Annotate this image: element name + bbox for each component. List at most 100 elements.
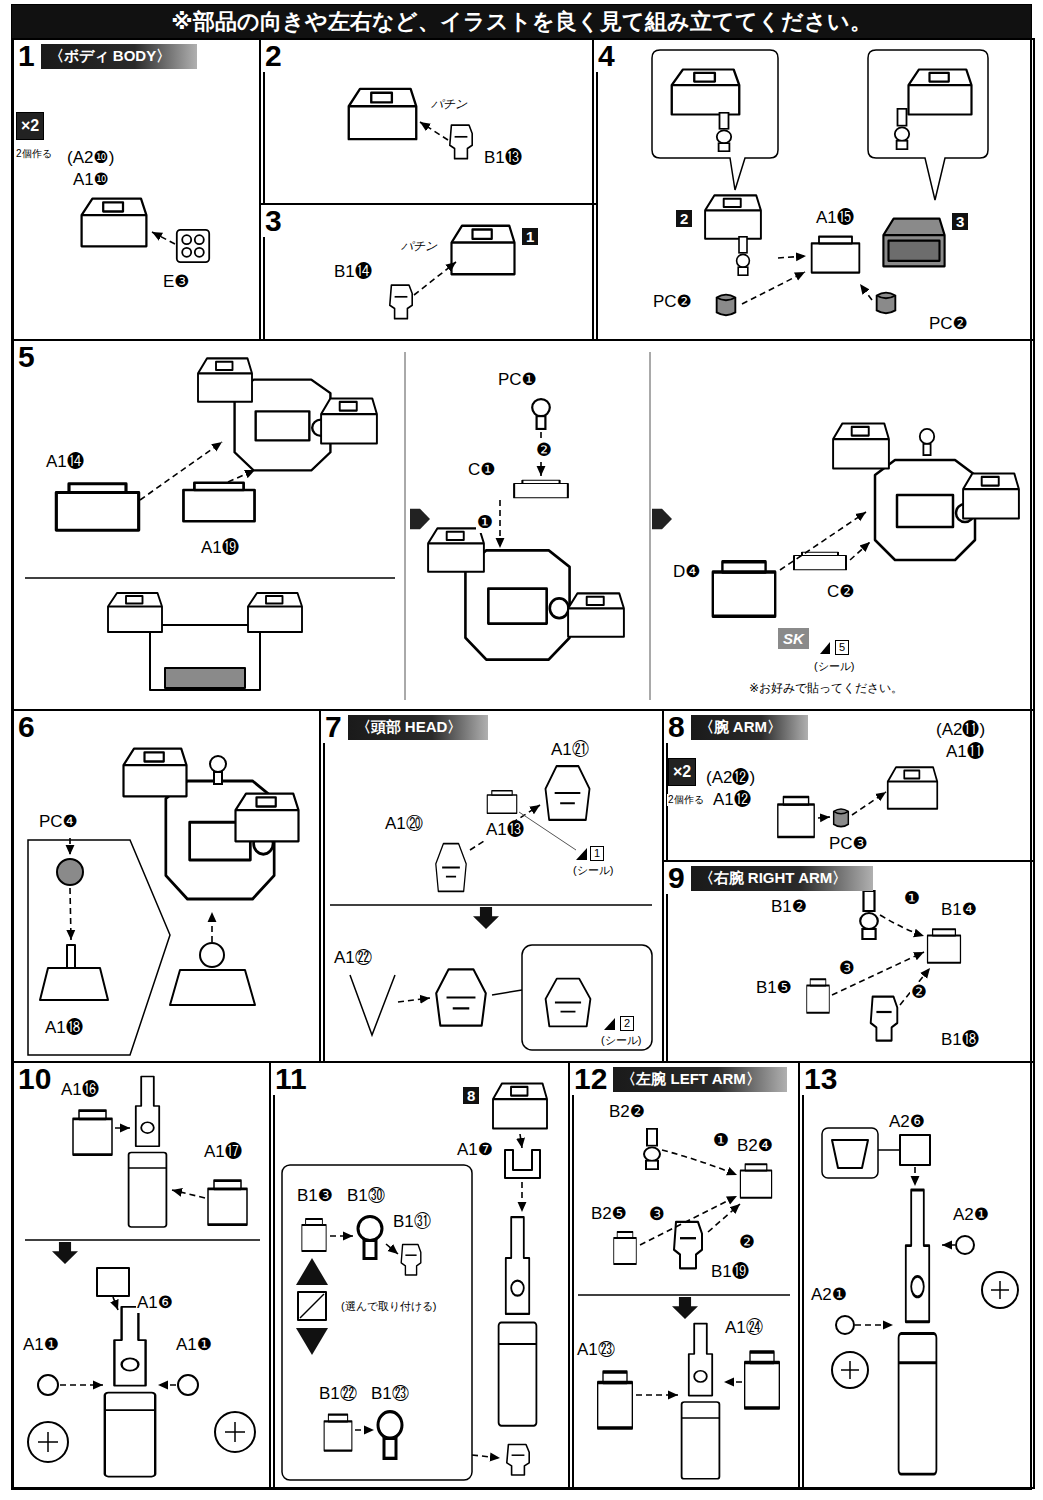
part-label: (A2⓬) — [705, 768, 756, 788]
step-reference: 1 — [522, 228, 538, 245]
part-drawing — [546, 766, 590, 820]
part-drawing — [349, 89, 417, 139]
section-heading: 〈右腕 RIGHT ARM〉 — [691, 866, 874, 891]
part-drawing — [614, 1232, 637, 1264]
step-panel: 1〈ボディ BODY〉 — [12, 38, 265, 341]
step-number: 6 — [14, 711, 39, 743]
part-drawing — [899, 1190, 937, 1474]
polycap-drawing — [956, 1236, 974, 1254]
part-drawing — [674, 1222, 702, 1268]
assembly-line — [780, 512, 866, 570]
step-number: 11 — [271, 1063, 311, 1095]
part-drawing — [672, 69, 740, 114]
part-label: A1❶ — [175, 1335, 213, 1355]
assembly-line — [296, 1328, 328, 1355]
step-8-illustration — [778, 767, 937, 837]
step-13-illustration — [822, 1128, 1018, 1474]
assembly-line — [150, 625, 260, 690]
part-drawing — [713, 562, 775, 616]
polycap-drawing — [178, 1375, 198, 1395]
part-label: A2❻ — [888, 1112, 926, 1132]
step-panel: 6 — [12, 709, 325, 1063]
part-drawing — [410, 509, 430, 530]
step-number: 13 — [800, 1063, 841, 1095]
part-drawing — [236, 794, 299, 842]
step-header: 1〈ボディ BODY〉 — [14, 40, 263, 72]
assembly-line — [778, 256, 806, 258]
part-label: A1❼ — [456, 1140, 494, 1160]
step-header: 12〈左腕 LEFT ARM〉 — [570, 1063, 802, 1095]
part-drawing — [321, 398, 377, 443]
step-panel: 12〈左腕 LEFT ARM〉 — [568, 1061, 804, 1489]
part-drawing — [888, 767, 938, 809]
assembly-line — [521, 1182, 523, 1212]
polycap-drawing — [28, 1422, 68, 1462]
assembly-line — [398, 998, 430, 1002]
assembly-line — [69, 838, 71, 855]
order-number: ❶ — [903, 888, 921, 909]
part-drawing — [198, 358, 252, 401]
assembly-line — [470, 805, 540, 850]
page-title: ※部品の向きや左右など、イラストを良く見て組み立ててください。 — [171, 7, 871, 37]
title-banner: ※部品の向きや左右など、イラストを良く見て組み立ててください。 — [12, 5, 1031, 38]
part-drawing — [963, 473, 1019, 518]
part-drawing — [920, 429, 934, 455]
part-label: B1❺ — [755, 978, 793, 998]
part-label: A1⓬ — [712, 790, 752, 810]
part-label: B2❷ — [608, 1102, 646, 1122]
part-drawing — [740, 1164, 771, 1198]
step-panel: 11 — [269, 1061, 574, 1489]
snap-sound: パチン — [400, 240, 438, 254]
step-6-illustration — [28, 749, 299, 1055]
polycap-drawing — [200, 943, 224, 967]
part-drawing — [401, 1245, 421, 1275]
polycap-drawing — [215, 1412, 255, 1452]
part-label: A2❶ — [952, 1205, 990, 1225]
part-drawing — [436, 969, 486, 1025]
order-number: ❶ — [476, 512, 494, 533]
polycap-drawing — [832, 1352, 868, 1388]
step-header: 11 — [271, 1063, 572, 1095]
part-label: D❹ — [672, 562, 702, 582]
part-drawing — [487, 791, 516, 813]
part-drawing — [208, 1181, 247, 1225]
quantity-badge: ×2 — [668, 758, 696, 786]
step-header: 7〈頭部 HEAD〉 — [321, 711, 666, 743]
assembly-line — [576, 848, 587, 860]
step-reference: 3 — [952, 213, 968, 230]
part-label: A1㉓ — [576, 1340, 616, 1360]
step-header: 13 — [800, 1063, 1033, 1095]
step-header: 3 — [261, 205, 596, 237]
part-label: B1❹ — [940, 900, 978, 920]
part-outline — [12, 5, 1031, 1489]
part-label: PC❶ — [497, 370, 538, 390]
step-number: 5 — [14, 341, 39, 373]
step-number: 8 — [664, 711, 689, 743]
part-drawing — [860, 891, 878, 939]
part-drawing — [871, 997, 898, 1041]
step-12-illustration — [578, 1129, 790, 1479]
sticker-note: (シール) — [600, 1034, 642, 1047]
part-drawing — [875, 460, 975, 560]
part-drawing — [794, 552, 846, 570]
part-drawing — [672, 1297, 698, 1319]
assembly-line — [152, 232, 175, 244]
sticker-sample: SK — [778, 628, 809, 649]
section-heading: 〈ボディ BODY〉 — [41, 44, 198, 69]
section-heading: 〈頭部 HEAD〉 — [348, 715, 489, 740]
footnote: ※お好みで貼ってください。 — [748, 682, 904, 696]
part-drawing — [177, 230, 209, 262]
assembly-line — [640, 1196, 737, 1245]
assembly-line — [60, 1384, 103, 1386]
part-drawing — [436, 844, 466, 892]
part-label: C❶ — [467, 460, 497, 480]
assembly-line — [652, 50, 778, 190]
part-drawing — [428, 528, 484, 571]
part-drawing — [108, 593, 162, 632]
divider-line — [578, 1294, 790, 1296]
step-panel: 7〈頭部 HEAD〉 — [319, 709, 668, 1063]
step-header: 6 — [14, 711, 323, 743]
